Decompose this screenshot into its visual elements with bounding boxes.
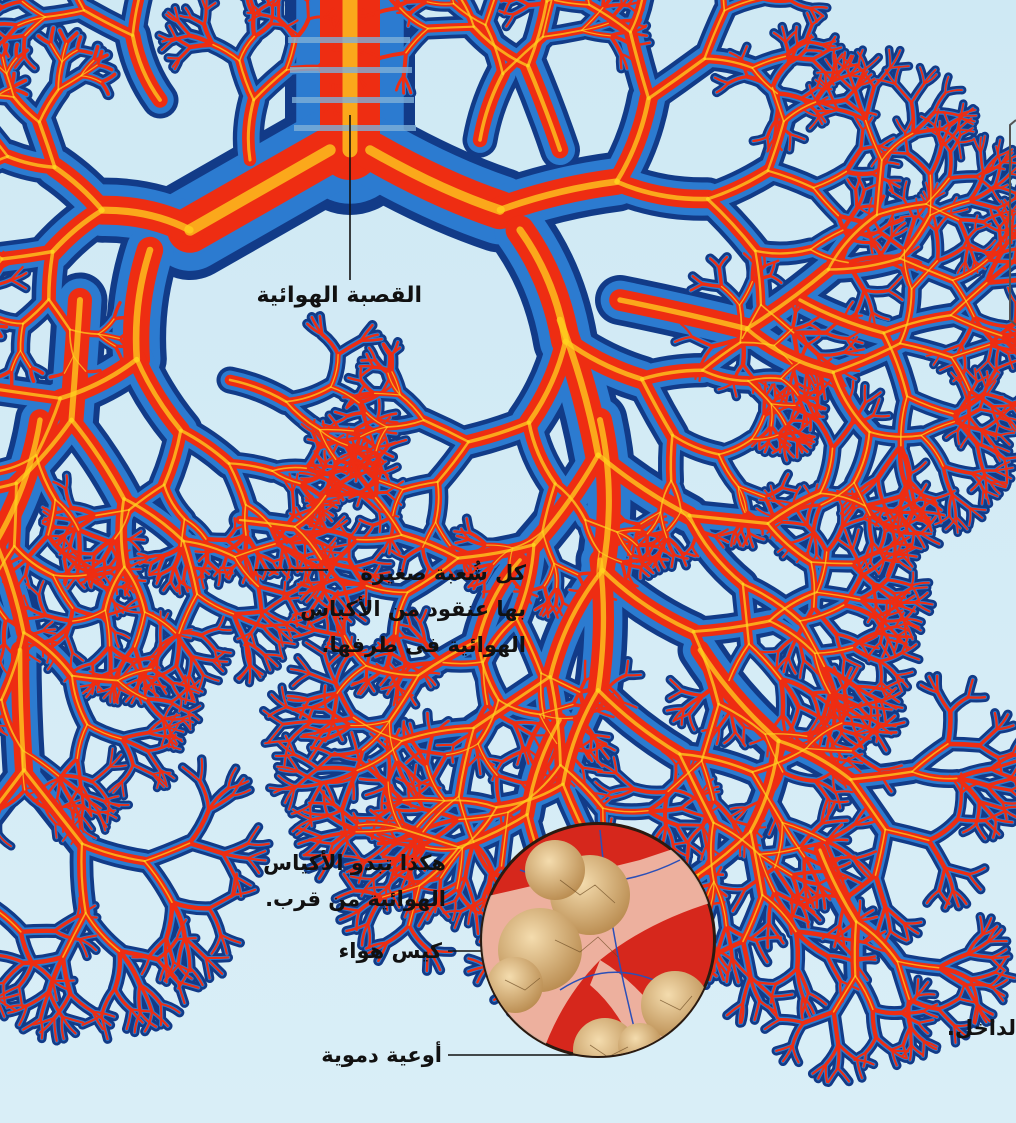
closeup-caption: هكذا تبدو الأكياس الهوائية من قرب. xyxy=(256,845,446,917)
bronchiole-caption: كل شُعبة صغيرة بها عنقود من الأكياس الهو… xyxy=(296,555,526,663)
bronchiole-line-2: بها عنقود من الأكياس xyxy=(296,591,526,627)
trachea-label: القصبة الهوائية xyxy=(262,278,422,314)
cut-off-text: لداخل. xyxy=(960,1010,1016,1046)
blood-vessels-label: أوعية دموية xyxy=(302,1037,442,1073)
closeup-line-1: هكذا تبدو الأكياس xyxy=(256,845,446,881)
closeup-line-2: الهوائية من قرب. xyxy=(256,881,446,917)
bronchiole-line-1: كل شُعبة صغيرة xyxy=(296,555,526,591)
air-sac-label: كيس هواء xyxy=(322,933,442,969)
bronchiole-line-3: الهوائية فى طرفها. xyxy=(296,627,526,663)
